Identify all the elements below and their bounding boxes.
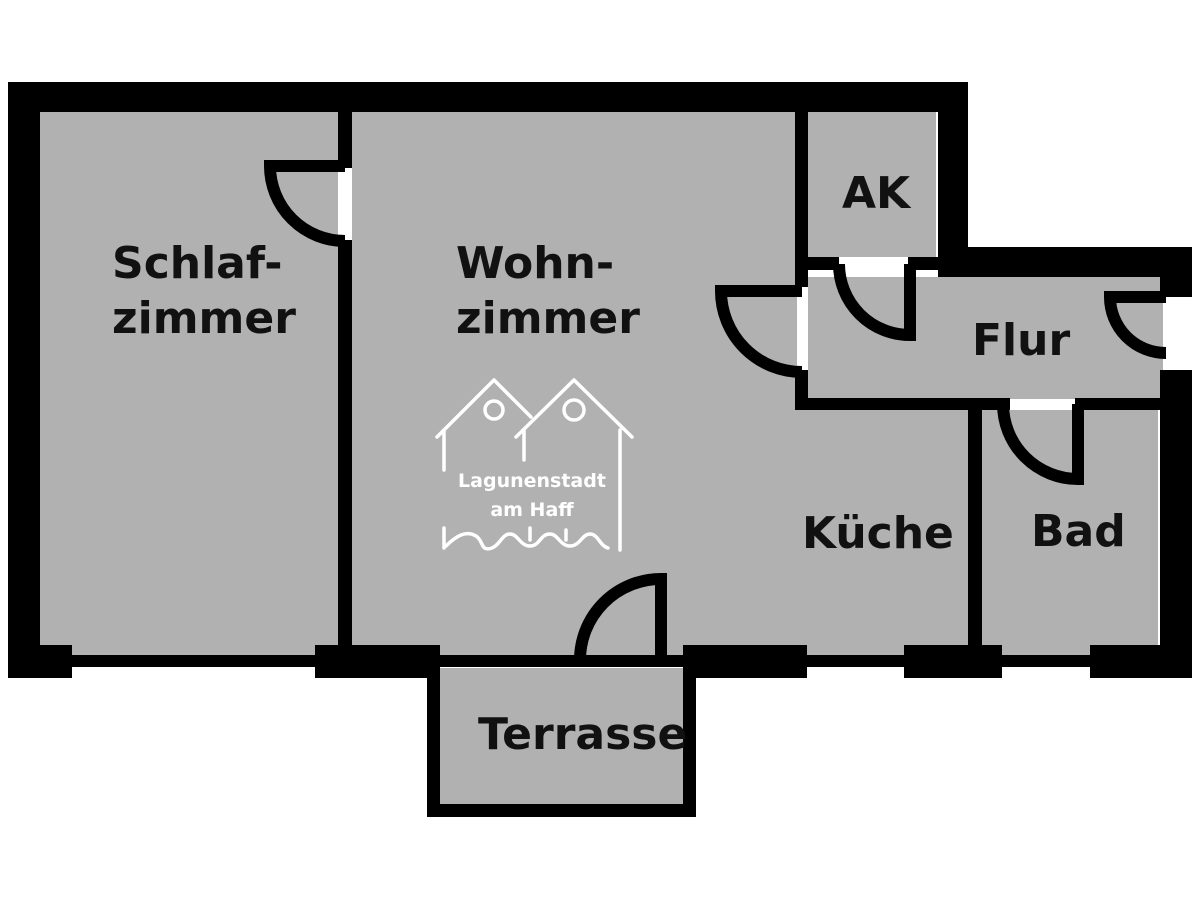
door-flur-right	[1103, 291, 1167, 359]
ak-floor	[808, 112, 936, 257]
wall-right	[1160, 247, 1192, 297]
label-wohnzimmer-line2: zimmer	[456, 293, 640, 344]
wall-bottom-seg-2	[315, 645, 440, 678]
wall-right-upper	[938, 82, 968, 277]
label-bad: Bad	[1031, 506, 1126, 557]
logo-house-right	[514, 378, 634, 552]
logo-waves	[444, 531, 610, 551]
wall-schlaf-wohn-lower	[338, 240, 352, 660]
wall-kueche-flur	[795, 398, 1010, 410]
wall-ak-flur-left	[795, 257, 839, 270]
walls	[8, 82, 1192, 817]
label-schlafzimmer-line2: zimmer	[112, 293, 296, 344]
wall-left	[8, 82, 40, 678]
wall-wohn-ak	[795, 112, 808, 287]
door-terrasse	[574, 572, 667, 661]
label-kueche: Küche	[802, 508, 954, 559]
house-logo-icon	[435, 378, 634, 552]
wall-right-lower	[1160, 370, 1192, 677]
room-floors	[40, 112, 1163, 804]
door-bad	[997, 403, 1084, 486]
wall-bottom-seg-3	[683, 645, 807, 678]
terrasse-floor	[440, 668, 683, 804]
door-schlafzimmer	[263, 160, 346, 247]
wall-bottom-seg-1	[8, 645, 72, 678]
terrasse-wall-bottom	[427, 804, 696, 817]
label-flur: Flur	[972, 315, 1070, 366]
label-wohnzimmer-line1: Wohn-	[456, 238, 614, 289]
schlafzimmer-floor	[40, 112, 338, 657]
terrasse-wall-right	[683, 660, 696, 817]
bad-floor	[982, 410, 1158, 657]
label-ak: AK	[842, 168, 912, 219]
flur-floor	[808, 277, 1163, 399]
logo-line-1: Lagunenstadt	[458, 470, 606, 492]
wohnzimmer-floor	[352, 112, 797, 657]
label-terrasse: Terrasse	[478, 709, 687, 760]
kueche-floor	[797, 410, 970, 657]
wall-top	[8, 82, 968, 112]
door-ak	[833, 263, 916, 342]
doors	[263, 160, 1167, 661]
logo-line-2: am Haff	[490, 499, 574, 521]
label-schlafzimmer-line1: Schlaf-	[112, 238, 283, 289]
logo-window-left	[483, 399, 505, 421]
terrasse-wall-left	[427, 660, 440, 817]
wall-flur-top	[938, 247, 1192, 277]
wall-bottom-seg-4	[904, 645, 1002, 678]
logo-wave-stub	[528, 526, 568, 542]
wall-bottom-line	[8, 655, 1192, 667]
wall-bottom-seg-5	[1090, 645, 1192, 678]
wall-bad-flur	[1075, 398, 1160, 410]
logo-window-right	[562, 398, 586, 422]
door-wohnzimmer-flur	[714, 285, 803, 378]
logo-house-left	[435, 378, 533, 550]
wall-schlaf-wohn-upper	[338, 112, 352, 168]
wall-kueche-bad	[968, 398, 982, 658]
